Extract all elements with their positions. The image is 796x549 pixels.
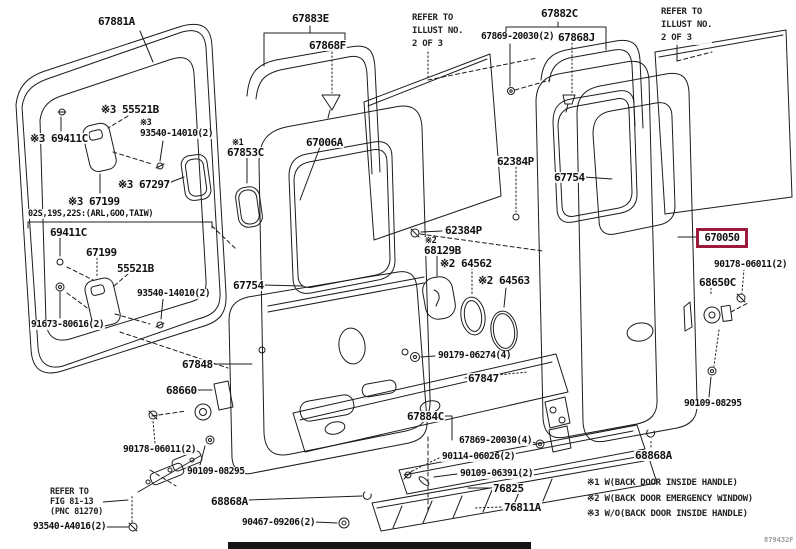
part-label-93540-a4016[interactable]: 93540-A4016(2) (32, 521, 108, 532)
part-label-67199[interactable]: 67199 (85, 246, 118, 259)
part-label-67853c[interactable]: 67853C (226, 146, 265, 159)
note-refer-illust-center: REFER TO ILLUST NO. 2 OF 3 (412, 12, 463, 51)
note-line: 2 OF 3 (661, 33, 692, 43)
part-label-68868a-left[interactable]: 68868A (210, 495, 249, 508)
part-label-76811a[interactable]: 76811A (503, 501, 542, 514)
part-label-90179-06274[interactable]: 90179-06274(4) (437, 350, 513, 361)
note-line: FIG 81-13 (50, 497, 94, 507)
part-label-93540-14010[interactable]: 93540-14010(2) (136, 288, 212, 299)
part-label-69411c[interactable]: 69411C (49, 226, 88, 239)
note-refer-illust-right: REFER TO ILLUST NO. 2 OF 3 (661, 6, 712, 45)
part-label-67868j[interactable]: 67868J (557, 31, 596, 44)
part-label-90114-06026[interactable]: 90114-06026(2) (441, 451, 517, 462)
note-line: REFER TO (412, 13, 453, 23)
note-line: ※1 W(BACK DOOR INSIDE HANDLE) (587, 478, 738, 488)
note-line: ※3 W/O(BACK DOOR INSIDE HANDLE) (587, 509, 748, 519)
part-label-64563[interactable]: ※2 64563 (477, 274, 531, 287)
part-label-67848[interactable]: 67848 (181, 358, 214, 371)
part-label-67869-20030-bottom[interactable]: 67869-20030(4) (458, 435, 534, 446)
part-label-68650c[interactable]: 68650C (698, 276, 737, 289)
part-label-68868a-right[interactable]: 68868A (634, 449, 673, 462)
part-label-67881a[interactable]: 67881A (97, 15, 136, 28)
part-label-62384p[interactable]: 62384P (444, 224, 483, 237)
part-label-93540-14010-mark[interactable]: ※3 (139, 118, 153, 128)
note-line: ILLUST NO. (661, 20, 713, 30)
legend: ※1 W(BACK DOOR INSIDE HANDLE) ※2 W(BACK D… (587, 476, 753, 523)
note-line: REFER TO (50, 487, 89, 497)
part-label-90109-08295-left[interactable]: 90109-08295 (186, 466, 246, 477)
part-label-90178-06011-left[interactable]: 90178-06011(2) (122, 444, 198, 455)
part-label-76825[interactable]: 76825 (492, 482, 525, 495)
part-label-67883e[interactable]: 67883E (291, 12, 330, 25)
part-label-67868f[interactable]: 67868F (308, 39, 347, 52)
part-highlight-box[interactable]: 670050 (696, 228, 748, 248)
variant-note: 02S,19S,22S:(ARL,GOO,TAIW) (28, 209, 154, 219)
note-line: ※2 W(BACK DOOR EMERGENCY WINDOW) (587, 493, 753, 504)
part-label-67754-right[interactable]: 67754 (553, 171, 586, 184)
note-line: REFER TO (661, 7, 702, 17)
part-label-64562[interactable]: ※2 64562 (439, 257, 493, 270)
part-label-90109-08295-right[interactable]: 90109-08295 (683, 398, 743, 409)
part-label-67853c-mark[interactable]: ※1 (231, 138, 245, 148)
part-label-67847[interactable]: 67847 (467, 372, 500, 385)
part-label-91673-80616[interactable]: 91673-80616(2) (30, 319, 106, 330)
part-label-68129b-mark[interactable]: ※2 (424, 236, 438, 246)
part-label-55521b[interactable]: 55521B (116, 262, 155, 275)
note-line: ILLUST NO. (412, 26, 464, 36)
part-label-69411c-top[interactable]: ※3 69411C (29, 132, 89, 145)
part-label-67869-20030-top[interactable]: 67869-20030(2) (480, 31, 556, 42)
part-label-67882c[interactable]: 67882C (540, 7, 579, 20)
part-label-67199-top[interactable]: ※3 67199 (67, 195, 121, 208)
part-label-90467-09206[interactable]: 90467-09206(2) (241, 517, 317, 528)
note-line: 2 OF 3 (412, 39, 443, 49)
part-label-67884c[interactable]: 67884C (406, 410, 445, 423)
part-label-67006a[interactable]: 67006A (305, 136, 344, 149)
note-line: (PNC 81270) (50, 507, 103, 517)
part-label-55521b-top[interactable]: ※3 55521B (100, 103, 160, 116)
doc-code: 879432F (764, 536, 794, 544)
part-label-67297[interactable]: ※3 67297 (117, 178, 171, 191)
part-label-68129b[interactable]: 68129B (423, 244, 462, 257)
part-label-68660[interactable]: 68660 (165, 384, 198, 397)
part-label-90178-06011-right[interactable]: 90178-06011(2) (713, 259, 789, 270)
part-label-67754-left[interactable]: 67754 (232, 279, 265, 292)
part-label-93540-14010-top[interactable]: 93540-14010(2) (139, 128, 215, 139)
part-label-90109-06391[interactable]: 90109-06391(2) (459, 468, 535, 479)
part-label-62384p-upper[interactable]: 62384P (496, 155, 535, 168)
